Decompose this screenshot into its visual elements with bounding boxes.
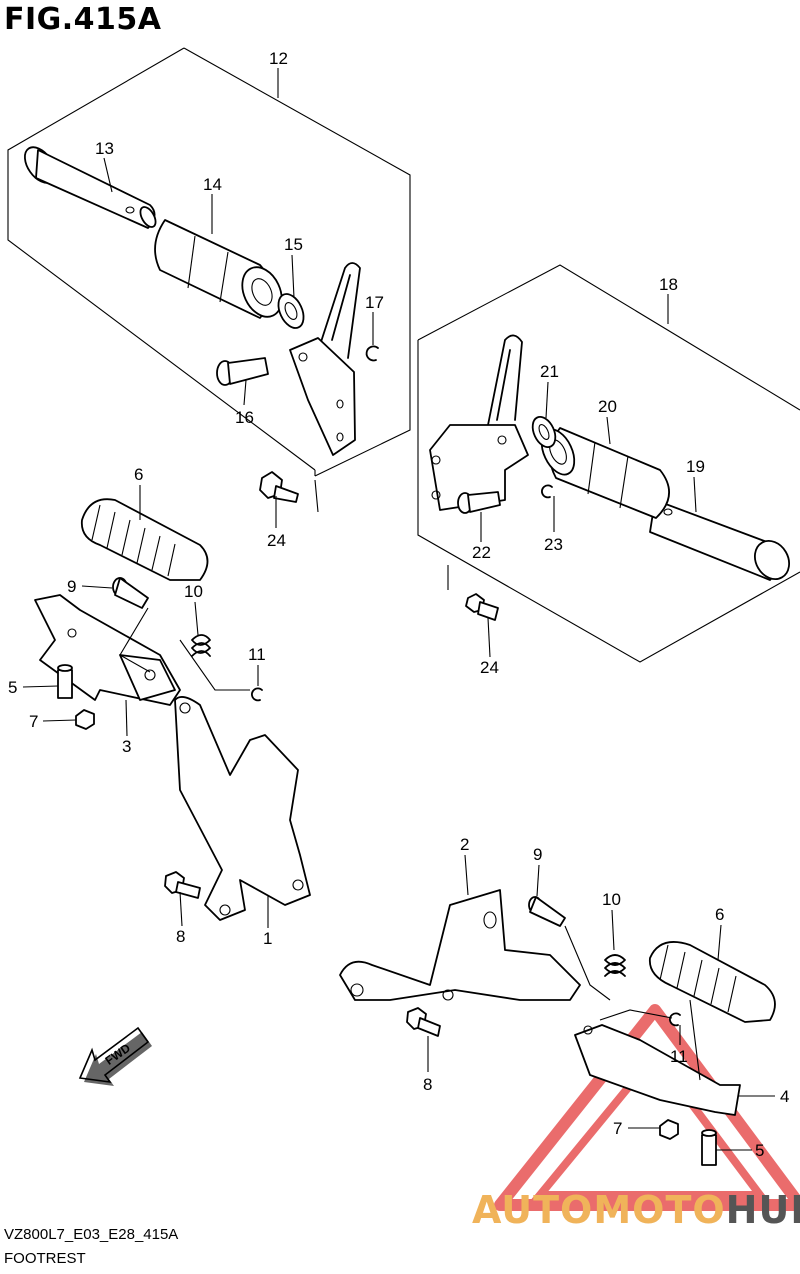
figure-title: FIG.415A xyxy=(4,2,162,37)
callout-23: 23 xyxy=(544,535,563,554)
footrest-rubber-6-right xyxy=(648,941,776,1023)
washer-15 xyxy=(277,293,305,329)
bolt-24-upper xyxy=(259,471,299,503)
footrest-bracket-3 xyxy=(34,594,181,706)
footrest-rubber-6-left xyxy=(80,498,209,581)
callout-17: 17 xyxy=(365,293,384,312)
watermark-text-hub: HUB xyxy=(725,1188,800,1232)
bolt-24-lower xyxy=(465,593,499,621)
callout-numbers: 12 13 14 15 16 17 24 18 19 20 21 22 23 2… xyxy=(8,49,789,1160)
watermark-text: AUTOMOTOHUB xyxy=(472,1188,800,1232)
callout-24-lower: 24 xyxy=(480,658,499,677)
bolt-22 xyxy=(457,491,501,514)
circlip-17 xyxy=(365,345,379,362)
callout-11-right: 11 xyxy=(670,1047,688,1066)
pin-9-left xyxy=(112,577,149,609)
callout-12: 12 xyxy=(269,49,288,68)
clip-11-left xyxy=(251,687,263,702)
pin-9-right xyxy=(528,896,566,927)
pin-13 xyxy=(23,146,157,229)
footrest-bracket-2 xyxy=(339,889,581,1001)
callout-8-right: 8 xyxy=(423,1075,432,1094)
callout-5-right: 5 xyxy=(755,1141,764,1160)
callout-14: 14 xyxy=(203,175,222,194)
bolt-5-left xyxy=(57,664,73,699)
callout-10-left: 10 xyxy=(184,582,203,601)
assembly-18-box xyxy=(417,264,800,663)
callout-1: 1 xyxy=(263,929,272,948)
forward-direction-arrow xyxy=(78,1026,152,1086)
footrest-bracket-upper-left xyxy=(289,262,361,456)
callout-6-right: 6 xyxy=(715,905,724,924)
circlip-23 xyxy=(541,484,553,499)
pin-19 xyxy=(649,499,790,581)
assembly-12-box xyxy=(7,47,411,513)
bolt-16 xyxy=(216,357,269,386)
spring-10-left xyxy=(191,634,211,657)
clip-11-right xyxy=(669,1012,681,1027)
callout-21: 21 xyxy=(540,362,559,381)
callout-18: 18 xyxy=(659,275,678,294)
nut-7-left xyxy=(75,709,95,730)
footrest-bracket-right xyxy=(429,334,529,511)
leader-lines xyxy=(22,68,775,1151)
callout-13: 13 xyxy=(95,139,114,158)
callout-15: 15 xyxy=(284,235,303,254)
bolt-8-right xyxy=(406,1007,441,1037)
callout-6-left: 6 xyxy=(134,465,143,484)
callout-2: 2 xyxy=(460,835,469,854)
watermark-text-main: AUTOMOTO xyxy=(472,1188,726,1232)
callout-7-left: 7 xyxy=(29,712,38,731)
spring-10-right xyxy=(604,954,626,977)
bolt-8-left xyxy=(164,871,201,899)
callout-7-right: 7 xyxy=(613,1119,622,1138)
footpeg-rubber-14 xyxy=(154,219,283,319)
bolt-5-right xyxy=(701,1129,717,1166)
footpeg-rubber-20 xyxy=(540,427,670,519)
callout-20: 20 xyxy=(598,397,617,416)
callout-9-right: 9 xyxy=(533,845,542,864)
callout-16: 16 xyxy=(235,408,254,427)
figure-caption: FOOTREST xyxy=(4,1250,86,1267)
callout-3: 3 xyxy=(122,737,131,756)
callout-8-left: 8 xyxy=(176,927,185,946)
callout-4: 4 xyxy=(780,1087,789,1106)
callout-5-left: 5 xyxy=(8,678,17,697)
watermark-logo xyxy=(494,1004,800,1211)
footrest-arm-4 xyxy=(574,1024,741,1116)
callout-22: 22 xyxy=(472,543,491,562)
callout-11-left: 11 xyxy=(248,645,266,664)
footrest-plate-1 xyxy=(174,696,311,921)
washer-21 xyxy=(531,415,557,449)
callout-10-right: 10 xyxy=(602,890,621,909)
callout-19: 19 xyxy=(686,457,705,476)
callout-9-left: 9 xyxy=(67,577,76,596)
nut-7-right xyxy=(659,1119,679,1140)
figure-code: VZ800L7_E03_E28_415A xyxy=(4,1226,179,1243)
callout-24-upper: 24 xyxy=(267,531,286,550)
